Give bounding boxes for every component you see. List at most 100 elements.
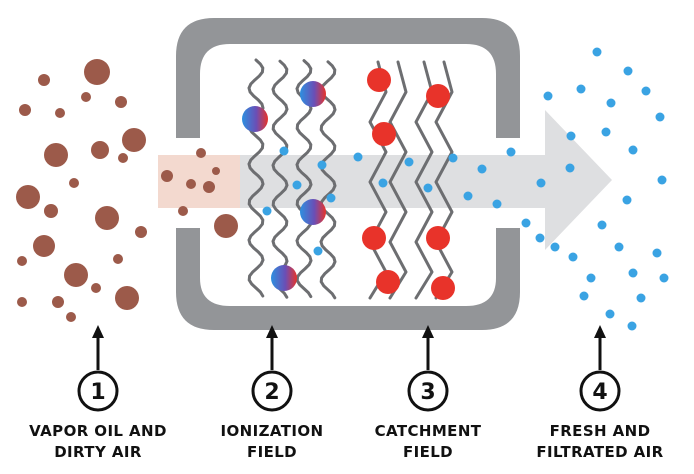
step-label-3: CATCHMENT FIELD xyxy=(374,422,482,461)
dirty-particle xyxy=(81,92,91,102)
ionized-particle xyxy=(242,106,268,132)
pointer-arrowhead-2 xyxy=(266,325,278,338)
clean-particle xyxy=(628,145,638,155)
clean-particle xyxy=(492,199,502,209)
dirty-particle xyxy=(91,141,109,159)
step-pointers xyxy=(92,325,606,370)
step-label-2: IONIZATION FIELD xyxy=(220,422,324,461)
clean-particle xyxy=(565,163,575,173)
captured-particle xyxy=(372,122,396,146)
dirty-particle xyxy=(95,206,119,230)
step-number-2: 2 xyxy=(264,380,279,405)
clean-particle xyxy=(423,183,433,193)
clean-particle xyxy=(586,273,596,283)
clean-particle xyxy=(636,293,646,303)
clean-particle xyxy=(378,178,388,188)
dirty-particle xyxy=(196,148,206,158)
dirty-particle xyxy=(44,143,68,167)
step-badge-1-ring xyxy=(77,370,119,412)
dirty-particle xyxy=(69,178,79,188)
dirty-particle xyxy=(52,296,64,308)
dirty-particle xyxy=(214,214,238,238)
catchment-fiber xyxy=(388,60,408,300)
pointer-arrowhead-3 xyxy=(422,325,434,338)
captured-particle xyxy=(431,276,455,300)
clean-particle xyxy=(592,47,602,57)
step-number-4: 4 xyxy=(592,380,607,405)
ionized-particle xyxy=(300,81,326,107)
captured-particle xyxy=(362,226,386,250)
captured-particle xyxy=(426,84,450,108)
captured-particle xyxy=(376,270,400,294)
clean-particle xyxy=(623,66,633,76)
clean-particle xyxy=(605,309,615,319)
clean-particle xyxy=(404,157,414,167)
clean-particle xyxy=(543,91,553,101)
clean-particle xyxy=(601,127,611,137)
dirty-particle xyxy=(212,167,220,175)
step-number-3: 3 xyxy=(420,380,435,405)
clean-particle xyxy=(627,321,637,331)
dirty-air-particles xyxy=(16,59,238,322)
clean-particle xyxy=(353,152,363,162)
clean-particle xyxy=(448,153,458,163)
dirty-particle xyxy=(203,181,215,193)
clean-particle xyxy=(477,164,487,174)
clean-particle xyxy=(463,191,473,201)
clean-particle xyxy=(326,193,336,203)
ionized-particles xyxy=(242,81,326,291)
dirty-particle xyxy=(16,185,40,209)
clean-particle xyxy=(606,98,616,108)
step-badge-2-ring xyxy=(251,370,293,412)
dirty-particle xyxy=(186,179,196,189)
dirty-particle xyxy=(19,104,31,116)
dirty-particle xyxy=(91,283,101,293)
dirty-particle xyxy=(55,108,65,118)
clean-particle xyxy=(576,84,586,94)
clean-particle xyxy=(597,220,607,230)
clean-particle xyxy=(628,268,638,278)
step-number-1: 1 xyxy=(90,380,105,405)
step-badge-3-ring xyxy=(407,370,449,412)
clean-air-particles xyxy=(262,47,669,331)
dirty-particle xyxy=(115,96,127,108)
clean-particle xyxy=(652,248,662,258)
clean-particle xyxy=(568,252,578,262)
ionization-fiber xyxy=(319,60,337,300)
clean-particle xyxy=(506,147,516,157)
clean-particle xyxy=(614,242,624,252)
clean-particle xyxy=(622,195,632,205)
step-badge-2: 2 xyxy=(251,370,293,412)
clean-particle xyxy=(292,180,302,190)
ionization-fiber xyxy=(247,58,265,298)
clean-particle xyxy=(262,206,272,216)
ionized-particle xyxy=(300,199,326,225)
step-label-1: VAPOR OIL AND DIRTY AIR xyxy=(29,422,167,461)
captured-particle xyxy=(367,68,391,92)
step-badge-1: 1 xyxy=(77,370,119,412)
dirty-particle xyxy=(178,206,188,216)
dirty-particle xyxy=(161,170,173,182)
dirty-particle xyxy=(44,204,58,218)
clean-particle xyxy=(279,146,289,156)
airflow-arrow-dirty-tint xyxy=(158,155,240,208)
step-label-4: FRESH AND FILTRATED AIR xyxy=(536,422,664,461)
clean-particle xyxy=(313,246,323,256)
dirty-particle xyxy=(64,263,88,287)
clean-particle xyxy=(535,233,545,243)
dirty-particle xyxy=(38,74,50,86)
pointer-arrowhead-1 xyxy=(92,325,104,338)
step-badge-3: 3 xyxy=(407,370,449,412)
pointer-arrowhead-4 xyxy=(594,325,606,338)
clean-particle xyxy=(317,160,327,170)
dirty-particle xyxy=(66,312,76,322)
dirty-particle xyxy=(113,254,123,264)
catchment-fiber xyxy=(368,60,388,300)
clean-particle xyxy=(536,178,546,188)
step-badge-4: 4 xyxy=(579,370,621,412)
clean-particle xyxy=(659,273,669,283)
dirty-particle xyxy=(17,256,27,266)
clean-particle xyxy=(657,175,667,185)
filter-housing xyxy=(176,18,520,330)
